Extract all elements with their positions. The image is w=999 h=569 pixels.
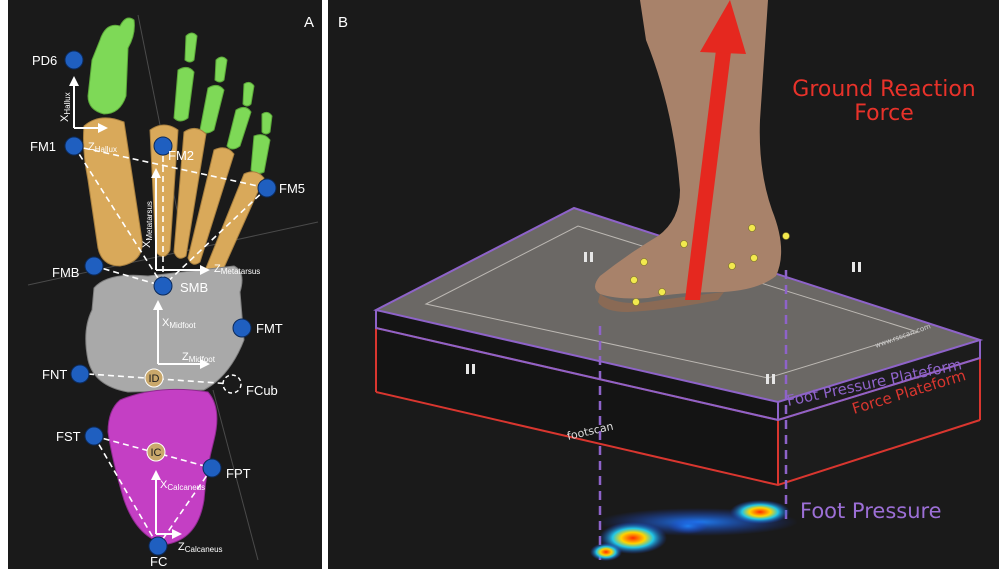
axis-label-x-metatarsus: XMetatarsus [141,201,154,248]
pressure-plate-outline [373,206,984,422]
fm1-label: FM1 [30,139,56,154]
plate-marks [466,252,861,384]
fm5-label: FM5 [279,181,305,196]
fnt-label: FNT [42,367,67,382]
fmb-marker [84,256,104,276]
smb-label: SMB [180,280,208,295]
grf-label-line1: Ground Reaction [792,77,975,102]
ic-center-marker [146,442,166,462]
fm1-marker [64,136,84,156]
hallux-phalanges [87,17,135,115]
id-center-label: ID [149,373,160,385]
smb-marker [153,276,173,296]
landmark-markers [64,50,277,556]
grf-label-line2: Force [854,101,914,126]
axis-label-z-hallux: ZHallux [88,141,117,154]
panel-a-label: A [303,14,314,31]
grf-arrow [685,0,746,300]
panel-b-force-plate-setup: footscan www.rsscan.com [328,0,999,569]
axis-label-x-hallux: XHallux [59,92,72,122]
fst-label: FST [56,429,81,444]
force-plate-diagram: footscan www.rsscan.com [373,0,984,561]
fpt-label: FPT [226,466,251,481]
leg-and-foot [595,0,782,299]
fnt-marker [70,364,90,384]
fmt-marker [232,318,252,338]
fmt-label: FMT [256,321,283,336]
panel-a-foot-bones: XHallux ZHallux XMetatarsus ZMetatarsus … [8,0,322,569]
guide-line [212,389,259,561]
fmb-label: FMB [52,265,79,280]
plate-front-face [376,310,778,485]
fcub-label: FCub [246,383,278,398]
axis-label-z-metatarsus: ZMetatarsus [214,263,260,276]
fm2-marker [153,136,173,156]
fm2-label: FM2 [168,148,194,163]
sensor-area-outline [424,225,920,379]
ic-center-label: IC [151,447,162,459]
skin-markers [630,224,790,306]
axis-label-z-calcaneus: ZCalcaneus [178,541,223,554]
fcub-marker [222,374,242,394]
fc-label: FC [150,554,167,569]
metatarsals [83,117,265,275]
fst-marker [84,426,104,446]
guide-line [27,221,319,286]
foot-pressure-label: Foot Pressure [800,499,942,523]
pd6-marker [64,50,84,70]
foot-pressure-map [590,500,798,561]
pd6-label: PD6 [32,53,57,68]
panel-b-label: B [338,14,349,31]
foot-bones-diagram: XHallux ZHallux XMetatarsus ZMetatarsus … [27,14,319,569]
fc-marker [148,536,168,556]
axis-label-z-midfoot: ZMidfoot [182,351,216,364]
local-axes [69,76,210,539]
axis-label-x-midfoot: XMidfoot [162,317,196,330]
fm5-marker [257,178,277,198]
calcaneus [107,388,218,545]
plate-side-face [778,340,980,485]
id-center-marker [144,368,164,388]
midfoot-bones [85,265,245,393]
fpt-marker [202,458,222,478]
axis-label-x-calcaneus: XCalcaneus [160,479,205,492]
